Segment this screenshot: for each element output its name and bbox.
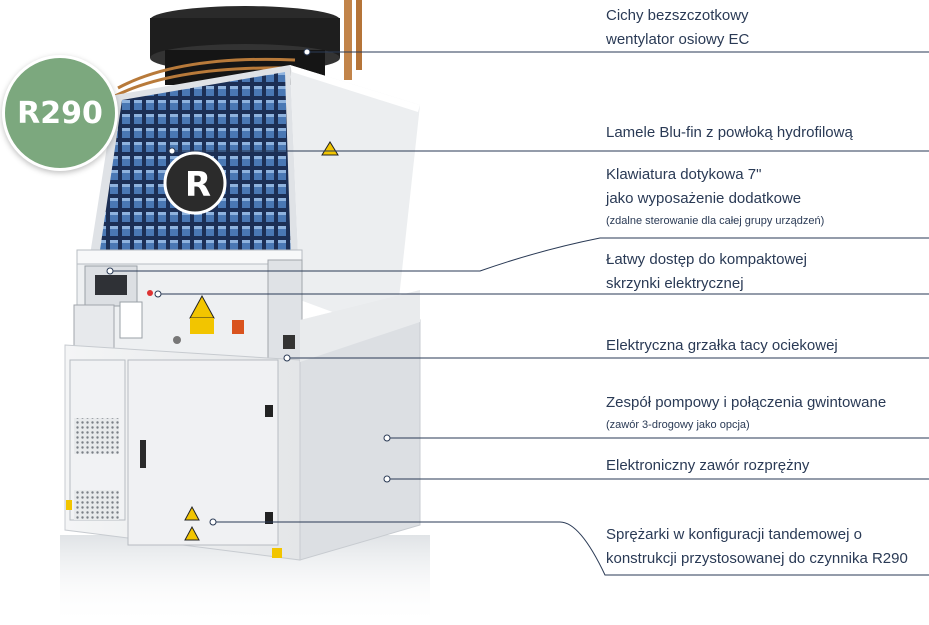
label-fan: Cichy bezszczotkowy wentylator osiowy EC (606, 4, 749, 52)
lower-cabinet (64, 290, 421, 561)
label-box-line-1: Łatwy dostęp do kompaktowej (606, 251, 807, 268)
callout-lines (110, 51, 929, 576)
label-pump-line-1: Zespół pompowy i połączenia gwintowane (606, 394, 887, 411)
refrigerant-badge-text: R290 (17, 95, 103, 131)
label-fan-line-1: Cichy bezszczotkowy (606, 7, 749, 24)
label-valve: Elektroniczny zawór rozprężny (606, 454, 809, 478)
label-keyboard-line-1: Klawiatura dotykowa 7" (606, 166, 762, 183)
label-fins-line-1: Lamele Blu-fin z powłoką hydrofilową (606, 124, 853, 141)
callout-line-compressor (213, 521, 929, 576)
electrical-box (73, 249, 303, 361)
label-fan-line-2: wentylator osiowy EC (606, 31, 750, 48)
label-valve-line-1: Elektroniczny zawór rozprężny (606, 457, 810, 474)
refrigerant-badge: R290 (2, 55, 118, 171)
label-heater: Elektryczna grzałka tacy ociekowej (606, 334, 838, 358)
label-fins: Lamele Blu-fin z powłoką hydrofilową (606, 121, 853, 145)
label-keyboard: Klawiatura dotykowa 7" jako wyposażenie … (606, 163, 824, 231)
label-pump-note: (zawór 3-drogowy jako opcja) (606, 419, 750, 431)
label-keyboard-line-2: jako wyposażenie dodatkowe (606, 190, 802, 207)
label-heater-line-1: Elektryczna grzałka tacy ociekowej (606, 337, 838, 354)
coil-panel (90, 65, 420, 335)
logo-letter: R (185, 165, 211, 205)
label-keyboard-note: (zdalne sterowanie dla całej grupy urząd… (606, 215, 825, 227)
label-pump: Zespół pompowy i połączenia gwintowane (… (606, 391, 886, 435)
callout-line-keyboard (110, 237, 929, 272)
label-compressor-line-1: Sprężarki w konfiguracji tandemowej o (606, 526, 862, 543)
label-box-line-2: skrzynki elektrycznej (606, 275, 744, 292)
label-compressor-line-2: konstrukcji przystosowanej do czynnika R… (606, 550, 908, 567)
label-box: Łatwy dostęp do kompaktowej skrzynki ele… (606, 248, 807, 296)
callout-dots (106, 48, 391, 526)
label-compressor: Sprężarki w konfiguracji tandemowej o ko… (606, 523, 908, 571)
